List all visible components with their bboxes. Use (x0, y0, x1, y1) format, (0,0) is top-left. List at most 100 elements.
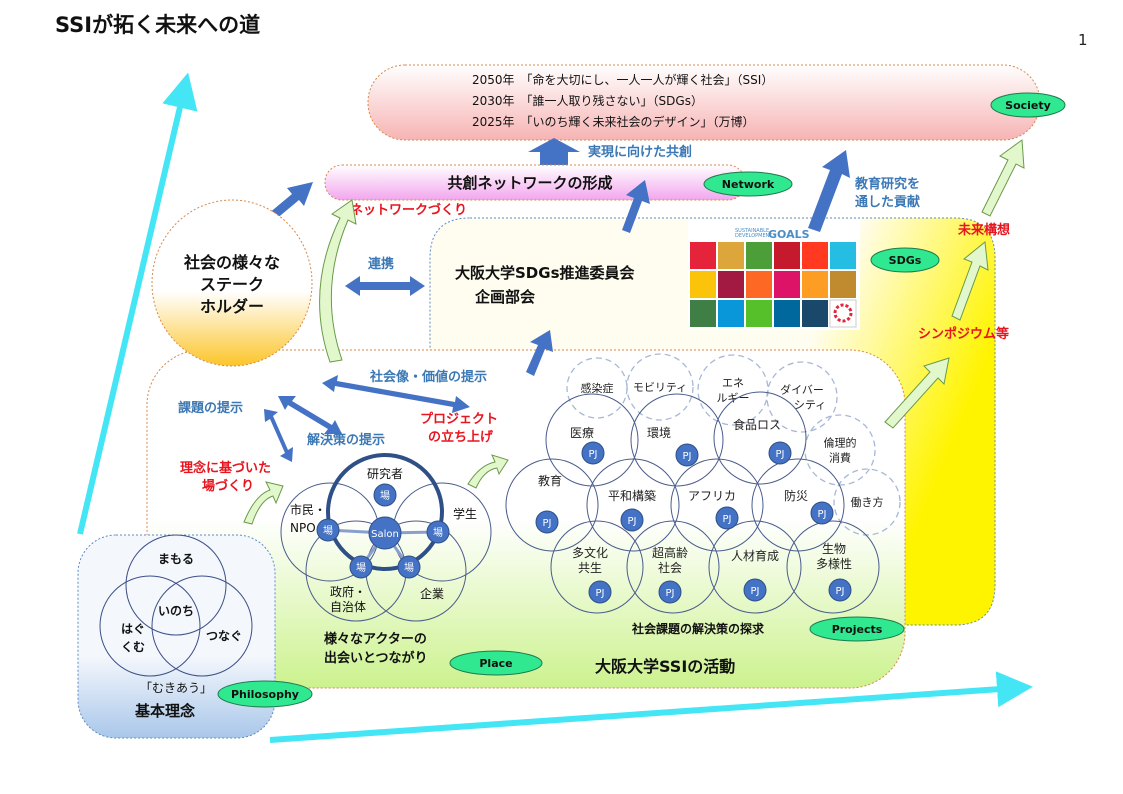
citizen-label-line1: 市民・ (290, 502, 326, 517)
renkei-label: 連携 (368, 256, 394, 272)
stakeholders-circle (151, 199, 313, 367)
project-labels: 人材育成 PJ (731, 548, 779, 602)
education-contribution-line2: 通した貢献 (855, 194, 920, 210)
page-title: SSIが拓く未来への道 (55, 13, 260, 37)
contribution-arrow-icon (808, 150, 850, 232)
sdg-goal-tile-17 (802, 300, 828, 327)
philosophy-venn (99, 534, 253, 677)
student-label: 学生 (453, 506, 477, 521)
green-arrow-icon (981, 139, 1025, 217)
sdgs-committee-name: 大阪大学SDGs推進委員会 (455, 264, 635, 282)
sdg-wheel-icon (833, 303, 853, 323)
project-circle (586, 458, 680, 552)
future-theme-label: ダイバー (780, 383, 824, 397)
network-making-label: ネットワークづくり (350, 202, 467, 218)
pj-badge (743, 578, 767, 602)
pj-label: PJ (751, 586, 760, 597)
society-line-2025: 2025年 「いのち輝く未来社会のデザイン」（万博） (472, 114, 755, 129)
sdg-goal-tile-12 (830, 271, 856, 298)
projects-badge (809, 616, 905, 642)
pj-label: PJ (596, 588, 605, 599)
project-theme-label: 生物 (822, 542, 846, 556)
stakeholders-line2: ステーク (200, 275, 264, 294)
place-caption-line1: 様々なアクターの (324, 631, 427, 647)
project-circle (708, 520, 802, 614)
society-value-label: 社会像・価値の提示 (369, 369, 487, 385)
project-theme-label: 人材育成 (731, 548, 779, 563)
projects-badge-label: Projects (832, 623, 883, 636)
projects-caption: 社会課題の解決策の探求 (631, 621, 765, 636)
pj-label: PJ (589, 449, 598, 460)
pj-label: PJ (818, 509, 827, 520)
ba-label: 場 (356, 561, 366, 574)
issue-double-arrow-icon (264, 409, 293, 462)
svg-text:GOALS: GOALS (768, 228, 810, 241)
future-theme-label: 倫理的 (824, 436, 857, 450)
project-labels: 医療 PJ (570, 426, 605, 465)
vertical-axis-arrow (77, 72, 198, 535)
life-label: いのち (158, 604, 194, 618)
protect-label: まもる (158, 552, 194, 566)
pj-badge (828, 578, 852, 602)
philosophy-badge-label: Philosophy (231, 688, 299, 701)
project-theme-label: 多文化 (572, 545, 608, 560)
salon-node: Salon (368, 516, 402, 550)
future-theme-label: モビリティ (633, 381, 687, 394)
network-badge (703, 171, 793, 197)
philosophy-title: 基本理念 (134, 702, 195, 720)
future-theme-label: ルギー (717, 392, 750, 405)
philosophy-badge (217, 680, 313, 708)
ba-node: 場 (397, 555, 421, 579)
project-theme-label: 超高齢 (652, 545, 688, 560)
pj-badge (715, 506, 739, 530)
future-theme-label: 働き方 (851, 495, 884, 509)
sdg-goal-tile-8 (718, 271, 744, 298)
pj-badge (588, 580, 612, 604)
up-arrow-icon (268, 182, 313, 220)
government-label-line2: 自治体 (330, 600, 366, 614)
pj-label: PJ (628, 516, 637, 527)
citizen-label-line2: NPO (290, 521, 316, 535)
green-arrows (243, 139, 1025, 525)
project-circle (786, 520, 880, 614)
future-theme-label: 感染症 (581, 381, 614, 395)
ssi-activity-box (146, 349, 906, 689)
project-theme-label: 医療 (570, 426, 594, 440)
project-circle (713, 391, 807, 485)
project-circle (545, 393, 639, 487)
ba-node: 場 (426, 520, 450, 544)
symposium-label: シンポジウム等 (918, 326, 1009, 342)
project-theme-label: 教育 (538, 473, 562, 488)
future-vision-label: 未来構想 (957, 222, 1010, 238)
pj-badge (675, 443, 699, 467)
future-theme-bubble: 働き方 (833, 468, 901, 536)
project-theme-label: 多様性 (816, 557, 852, 571)
ssi-activity-title: 大阪大学SSIの活動 (595, 657, 735, 676)
sdg-goal-tile-1 (690, 242, 716, 269)
ba-node: 場 (349, 555, 373, 579)
up-arrow-icon (526, 330, 553, 376)
project-theme-label: 社会 (658, 560, 682, 575)
sdg-goal-tile-3 (746, 242, 772, 269)
society-badge-label: Society (1005, 99, 1051, 112)
place-making-line2: 場づくり (202, 478, 254, 494)
sdg-goal-tile-9 (746, 271, 772, 298)
government-label-line1: 政府・ (330, 584, 366, 599)
project-launch-line1: プロジェクト (420, 412, 498, 427)
svg-text:SUSTAINABLE: SUSTAINABLE (735, 228, 769, 234)
nurture-label-line1: はぐ (121, 622, 145, 636)
sdg-goal-tile-16 (774, 300, 800, 327)
cocreation-arrow-icon (528, 138, 580, 165)
place-caption-line2: 出会いとつながり (324, 650, 427, 666)
horizontal-axis-arrow (269, 671, 1033, 743)
